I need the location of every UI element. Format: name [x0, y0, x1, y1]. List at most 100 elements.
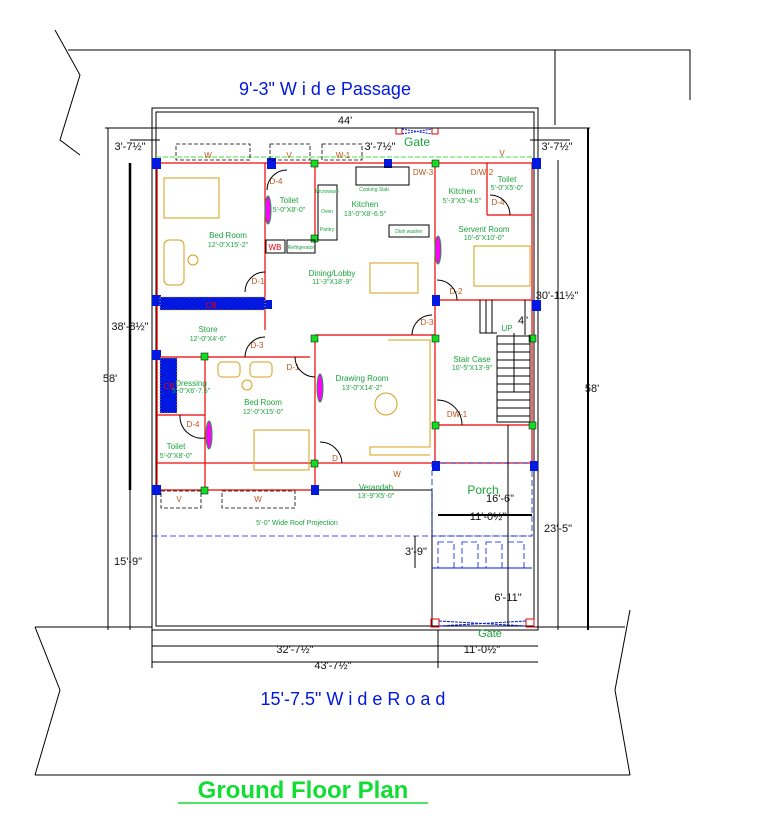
room-size: 12'-0"X15'-2": [208, 242, 249, 249]
dim-label: 3'-7½": [364, 141, 395, 153]
plan-title: Ground Floor Plan: [198, 777, 409, 804]
dimension-lines: [105, 127, 590, 668]
cb-label: CB: [205, 301, 216, 310]
dim-label: 58': [585, 383, 599, 395]
room-size: 5'-0"X8'-0": [160, 453, 193, 460]
room-size: 5'-3"X5'-4.5": [443, 198, 482, 205]
room-name: Servent Room: [458, 225, 509, 234]
top-gate: [395, 127, 439, 135]
road-boundary: [34, 609, 631, 776]
passage-boundary: [54, 29, 691, 156]
dimension-labels: 44' 3'-7½" 3'-7½" 3'-7½" 38'-8½" 58' 58'…: [103, 115, 599, 672]
door-label: D-3: [251, 341, 264, 350]
wash-basins: [205, 195, 442, 450]
staircase: [479, 300, 531, 423]
door-swings: [179, 169, 511, 464]
dim-label: 44': [338, 115, 352, 127]
room-name: Bed Room: [209, 231, 247, 240]
dim-label: 11'-0½": [464, 644, 500, 656]
window-label: V: [286, 151, 292, 160]
room-size: 13'-0"X14'-2": [342, 385, 383, 392]
room-name: Kitchen: [449, 187, 476, 196]
microwave-label: Microwave: [315, 189, 339, 195]
door-label: D-1: [287, 363, 300, 372]
wb-label: WB: [269, 243, 282, 252]
dim-label: 11'-0½": [470, 511, 506, 523]
room-name: Dressing: [175, 379, 207, 388]
dim-label: 43'-7½": [314, 660, 351, 672]
window-label: V: [499, 149, 505, 158]
door-label: DW-3: [413, 168, 434, 177]
door-labels: D-4 D-1 D-3 D-1 D-4 D D-3 D-2 D-4 DW-3 D…: [187, 168, 505, 463]
window-label: W-1: [336, 151, 351, 160]
room-name: Bed Room: [244, 398, 282, 407]
dim-label: 15'-9": [114, 556, 142, 568]
dim-label: 3'-7½": [114, 141, 145, 153]
cupboard: [159, 357, 178, 414]
window-label: W: [254, 495, 262, 504]
dim-label: 58': [103, 373, 117, 385]
room-size: 5'-0"X8'-0": [273, 207, 306, 214]
dim-label: 6'-11": [494, 592, 521, 604]
room-name: Stair Case: [453, 355, 491, 364]
gate-label: Gate: [404, 135, 430, 149]
window-label: W: [204, 151, 212, 160]
dim-label: 38'-8½": [111, 321, 148, 333]
dim-label: 3'-9": [405, 546, 427, 558]
stair-up-label: UP: [501, 324, 512, 333]
cb-label: CB: [163, 382, 174, 391]
pantry-label: Pantry: [320, 227, 335, 233]
window-labels: W V W-1 V W V W: [176, 149, 505, 504]
gate-label: Gate: [478, 628, 502, 640]
oven-label: Oven: [321, 209, 333, 215]
dim-label: 23'-5": [544, 523, 572, 535]
room-size: 5'-0"X5'-0": [491, 185, 524, 192]
door-label: DW-1: [447, 410, 468, 419]
room-name: Verandah: [359, 483, 393, 492]
door-label: D-1: [252, 277, 265, 286]
room-name: Drawing Room: [336, 374, 389, 383]
window-label: V: [176, 495, 182, 504]
door-label: D-3: [421, 318, 434, 327]
refrigerator-label: Refrigerator: [288, 245, 315, 251]
door-label: D: [332, 454, 338, 463]
room-name: Porch: [467, 483, 498, 497]
room-name: Toilet: [280, 196, 299, 205]
room-size: 13'-0"X8'-6.5": [344, 211, 387, 218]
room-size: 11'-3"X18'-9": [312, 279, 352, 286]
room-size: 12'-0"X15'-0": [243, 409, 284, 416]
dim-label: 3'-7½": [541, 141, 572, 153]
room-name: Store: [198, 325, 218, 334]
door-label: D-4: [492, 198, 505, 207]
dish-washer-label: Dish washer: [395, 229, 423, 235]
room-size: 12'-0"X4'-6": [190, 336, 227, 343]
cooking-slab-label: Cooking Slab: [359, 187, 389, 193]
dim-label: 4": [518, 315, 528, 327]
building-walls: [156, 162, 533, 491]
room-size: 13'-9"X5'-0": [358, 493, 395, 500]
door-label: D-4: [270, 177, 283, 186]
dim-label: 30'-11½": [536, 290, 579, 302]
door-label: D/W-2: [471, 168, 494, 177]
window-label: W: [393, 470, 401, 479]
bottom-gate: [430, 618, 535, 628]
cupboard: [159, 296, 266, 311]
roof-projection-label: 5'-0" Wide Roof Projection: [256, 520, 338, 527]
room-labels: Bed Room 12'-0"X15'-2" Toilet 5'-0"X8'-0…: [160, 175, 524, 500]
road-label: 15'-7.5" W i d e R o a d: [261, 689, 446, 709]
window-outlines: [160, 143, 363, 509]
room-size: 10'-5"X13'-9": [452, 365, 493, 372]
room-size: 10'-6"X10'-0": [464, 235, 505, 242]
room-name: Toilet: [167, 442, 186, 451]
columns: [152, 158, 541, 495]
room-name: Toilet: [498, 175, 517, 184]
room-name: Kitchen: [352, 200, 379, 209]
door-label: D-2: [450, 287, 463, 296]
dim-label: 16'-6": [486, 493, 514, 505]
dim-label: 32'-7½": [276, 644, 313, 656]
kitchen-counters: [265, 166, 430, 254]
furniture: [163, 177, 531, 471]
door-label: D-4: [187, 420, 200, 429]
passage-label: 9'-3" W i d e Passage: [239, 79, 411, 99]
